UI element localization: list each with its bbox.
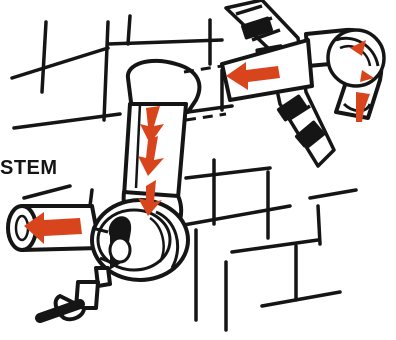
crank-handle [40,268,110,319]
elbow-pipe [306,30,384,118]
stem-label: STEM [0,158,58,178]
